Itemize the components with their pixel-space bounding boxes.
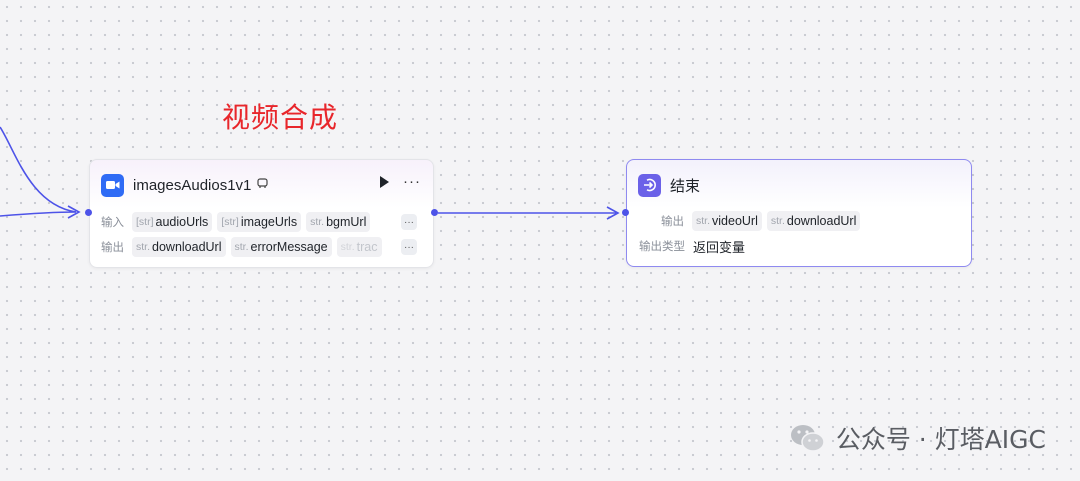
end-node-header: 结束	[638, 173, 700, 197]
edge-arrow-into-video	[67, 205, 81, 219]
wechat-logo-icon	[790, 425, 825, 452]
plugin-badge-icon	[257, 178, 269, 192]
video-camera-icon	[101, 173, 124, 197]
outputs-more-button[interactable]: ···	[401, 239, 417, 255]
video-node[interactable]: imagesAudios1v1 ··· 输入 [str]audioUrls [s…	[89, 159, 434, 268]
input-chip: str.bgmUrl	[306, 212, 371, 232]
end-node[interactable]: 结束 输出 str.videoUrl str.downloadUrl 输出类型 …	[626, 159, 972, 267]
outputs-label: 输出	[101, 242, 124, 254]
edge-incoming-curve[interactable]	[0, 126, 77, 213]
video-output-port[interactable]	[431, 209, 438, 216]
inputs-more-button[interactable]: ···	[401, 214, 417, 230]
edge-incoming-straight[interactable]	[0, 211, 77, 217]
output-chip: str.errorMessage	[230, 237, 332, 257]
watermark: 公众号 · 灯塔AIGC	[788, 420, 1046, 456]
output-chip: str.downloadUrl	[132, 237, 226, 257]
input-chip: [str]audioUrls	[132, 212, 213, 232]
annotation-text: 视频合成	[222, 101, 339, 134]
output-chip: str.videoUrl	[692, 211, 762, 231]
input-chip: [str]imageUrls	[217, 212, 302, 232]
output-chip: str.trac	[336, 237, 382, 257]
video-node-header: imagesAudios1v1	[101, 173, 269, 197]
inputs-label: 输入	[101, 217, 124, 229]
end-output-type-row: 输出类型 返回变量	[639, 236, 939, 256]
output-type-value: 返回变量	[693, 239, 746, 255]
end-exit-icon	[638, 173, 661, 197]
video-inputs-row: 输入 [str]audioUrls [str]imageUrls str.bgm…	[101, 212, 391, 232]
run-play-icon[interactable]	[380, 176, 389, 188]
end-input-port[interactable]	[622, 209, 629, 216]
end-outputs-row: 输出 str.videoUrl str.downloadUrl	[661, 211, 961, 231]
video-node-title: imagesAudios1v1	[133, 176, 252, 194]
end-node-title: 结束	[670, 177, 701, 195]
video-outputs-row: 输出 str.downloadUrl str.errorMessage str.…	[101, 237, 391, 257]
output-type-label: 输出类型	[639, 241, 685, 253]
node-more-menu-icon[interactable]: ···	[403, 173, 421, 190]
edge-arrow-into-end	[606, 206, 620, 220]
video-node-actions: ···	[380, 173, 421, 190]
outputs-label: 输出	[661, 216, 684, 228]
watermark-text: 公众号 · 灯塔AIGC	[835, 425, 1046, 454]
output-chip: str.downloadUrl	[766, 211, 861, 231]
video-input-port[interactable]	[85, 209, 92, 216]
